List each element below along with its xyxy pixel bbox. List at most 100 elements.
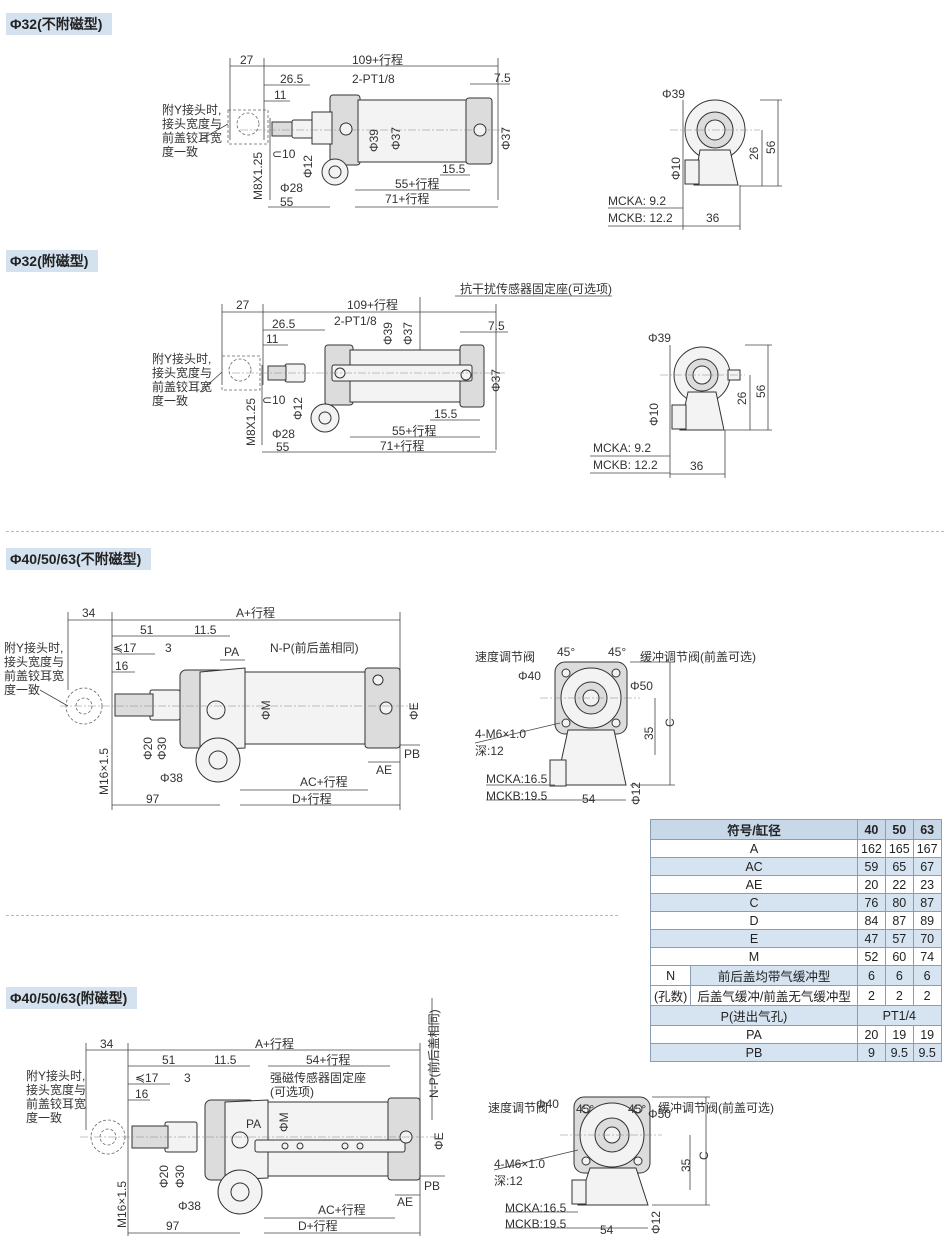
dim-32-phi39: Φ39 xyxy=(367,129,381,152)
side-32-phi39: Φ39 xyxy=(662,87,685,101)
spec-row-n1: N 前后盖均带气缓冲型 6 6 6 xyxy=(649,965,942,986)
side-40-c: C xyxy=(663,718,677,727)
dim-40m-pb: PB xyxy=(424,1179,440,1193)
section-title-40-nonmag: Φ40/50/63(不附磁型) xyxy=(6,548,152,570)
dim-40m-thread: M16×1.5 xyxy=(115,1181,129,1228)
spec-val: 19 xyxy=(884,1025,914,1044)
note-40m-line1: 附Y接头时, xyxy=(26,1068,85,1083)
note-40-line3: 前盖铰耳宽 xyxy=(4,668,64,683)
dim-40-51: 51 xyxy=(140,623,154,637)
note-32m-line3: 前盖铰耳宽 xyxy=(152,379,212,394)
dim-32m-11: 11 xyxy=(266,332,279,346)
dim-32m-phi37a: Φ37 xyxy=(401,322,415,345)
spec-sym: PB xyxy=(650,1043,858,1062)
spec-val: 6 xyxy=(857,965,886,986)
dim-40-phim: ΦM xyxy=(259,700,273,720)
dim-32-55s: 55+行程 xyxy=(395,176,439,191)
spec-row-a: A 162 165 167 xyxy=(650,839,942,858)
side-32m-mckb: MCKB: 12.2 xyxy=(593,458,658,472)
dim-40-a: A+行程 xyxy=(236,605,275,620)
side-32-26: 26 xyxy=(747,146,761,160)
spec-row-pb: PB 9 9.5 9.5 xyxy=(650,1043,942,1062)
divider-middle xyxy=(6,915,618,916)
dim-40-thread: M16×1.5 xyxy=(97,748,111,795)
section-title-32-mag: Φ32(附磁型) xyxy=(6,250,99,272)
dim-40-pb: PB xyxy=(404,747,420,761)
side-40m-phi50: Φ50 xyxy=(648,1107,671,1121)
dim-32-phi12: Φ12 xyxy=(301,155,315,178)
spec-sym: PA xyxy=(650,1025,858,1044)
dim-32-phi37a: Φ37 xyxy=(389,127,403,150)
port-32m: 2-PT1/8 xyxy=(334,314,377,328)
dim-40m-ae: AE xyxy=(397,1195,413,1209)
dim-40-np: N-P(前后盖相同) xyxy=(270,640,359,655)
spec-val: 74 xyxy=(912,947,942,966)
note-40-line1: 附Y接头时, xyxy=(4,640,63,655)
note-40m-line2: 接头宽度与 xyxy=(26,1082,86,1097)
spec-val: 76 xyxy=(857,893,886,912)
dim-40m-d: D+行程 xyxy=(298,1218,338,1233)
spec-val: 20 xyxy=(857,1025,886,1044)
dim-40-d: D+行程 xyxy=(292,791,332,806)
port-32: 2-PT1/8 xyxy=(352,72,395,86)
dim-32-71s: 71+行程 xyxy=(385,191,429,206)
side-40m-speed: 速度调节阀 xyxy=(488,1100,548,1115)
side-40-45a: 45° xyxy=(557,645,575,659)
side-32-mcka: MCKA: 9.2 xyxy=(608,194,666,208)
dim-32m-27: 27 xyxy=(236,298,250,312)
note-40m-line4: 度一致 xyxy=(26,1110,62,1125)
note-32-line1: 附Y接头时, xyxy=(162,102,221,117)
side-40-54: 54 xyxy=(582,792,596,806)
dim-40m-phi30: Φ30 xyxy=(173,1165,187,1188)
dim-40m-17: ≼17 xyxy=(135,1071,159,1085)
dim-32-total: 109+行程 xyxy=(352,52,403,67)
note-32m-line2: 接头宽度与 xyxy=(152,365,212,380)
drawing-40-nonmag-front: 34 A+行程 51 11.5 ≼17 3 PA N-P(前后盖相同) 16 A… xyxy=(4,605,421,810)
drawing-32-mag-side: Φ39 Φ10 26 56 MCKA: 9.2 MCKB: 12.2 36 xyxy=(590,331,772,478)
spec-val: 84 xyxy=(857,911,886,930)
side-40-35: 35 xyxy=(642,726,656,740)
spec-val: 87 xyxy=(912,893,942,912)
spec-sym: M xyxy=(650,947,858,966)
drawing-32-nonmag-side: Φ39 Φ10 26 56 MCKA: 9.2 MCKB: 12.2 36 xyxy=(608,87,782,230)
dim-32m-wrench: ⊂10 xyxy=(262,393,286,407)
spec-n-desc: 后盖气缓冲/前盖无气缓冲型 xyxy=(690,985,858,1006)
dim-32m-phi28: Φ28 xyxy=(272,427,295,441)
section-title-32-nonmag: Φ32(不附磁型) xyxy=(6,13,113,35)
dim-32m-phi12: Φ12 xyxy=(291,397,305,420)
dim-32m-71s: 71+行程 xyxy=(380,438,424,453)
side-40-phi12: Φ12 xyxy=(629,782,643,805)
spec-val: 70 xyxy=(912,929,942,948)
side-40-phi50: Φ50 xyxy=(630,679,653,693)
spec-val: 2 xyxy=(884,985,914,1006)
side-32m-phi10: Φ10 xyxy=(647,403,661,426)
dim-32m-phi39: Φ39 xyxy=(381,322,395,345)
side-32-phi10: Φ10 xyxy=(669,157,683,180)
side-32m-56: 56 xyxy=(754,384,768,398)
dim-32-phi37b: Φ37 xyxy=(499,127,513,150)
dim-40m-3: 3 xyxy=(184,1071,191,1085)
dim-40-ac: AC+行程 xyxy=(300,774,348,789)
dim-40m-ac: AC+行程 xyxy=(318,1202,366,1217)
spec-val: 165 xyxy=(884,839,914,858)
sensor-mount-32: 抗干扰传感器固定座(可选项) xyxy=(460,281,612,296)
drawing-32-mag-front: 27 109+行程 26.5 2-PT1/8 7.5 11 ⊂10 15.5 5… xyxy=(152,281,612,454)
dim-40-97: 97 xyxy=(146,792,160,806)
side-40m-mckb: MCKB:19.5 xyxy=(505,1217,567,1231)
dim-40-34: 34 xyxy=(82,606,96,620)
side-40m-depth: 深:12 xyxy=(494,1174,523,1188)
dim-32m-55s: 55+行程 xyxy=(392,423,436,438)
dim-32-265: 26.5 xyxy=(280,72,304,86)
spec-val: 20 xyxy=(857,875,886,894)
dim-32-wrench: ⊂10 xyxy=(272,147,296,161)
spec-val: 6 xyxy=(912,965,942,986)
spec-val: 80 xyxy=(884,893,914,912)
dim-40-3: 3 xyxy=(165,641,172,655)
dim-40-phi20: Φ20 xyxy=(141,737,155,760)
dim-40-pa: PA xyxy=(224,645,239,659)
side-40-cushion: 缓冲调节阀(前盖可选) xyxy=(640,649,756,664)
spec-val: 23 xyxy=(912,875,942,894)
dim-40m-phie: ΦE xyxy=(432,1132,446,1150)
divider-top xyxy=(6,531,944,532)
spec-n-sub: (孔数) xyxy=(649,985,692,1006)
